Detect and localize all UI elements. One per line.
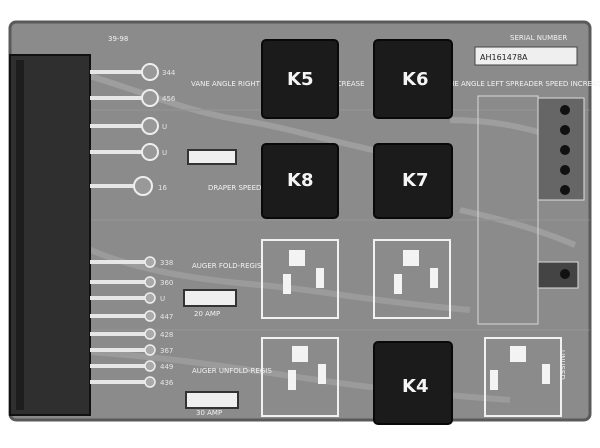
label-k1: AUGER FOLD-REGIS bbox=[192, 262, 262, 270]
relay-k7 bbox=[373, 143, 453, 219]
pin-344: 344 bbox=[162, 69, 176, 77]
serial-plate bbox=[474, 46, 578, 66]
relay-k4 bbox=[373, 341, 453, 425]
pin-456: 456 bbox=[162, 95, 176, 103]
small-relay-sockets bbox=[261, 239, 562, 417]
pin-338: 338 bbox=[160, 259, 173, 267]
pin-u1: U bbox=[162, 123, 167, 131]
label-k6: VANE ANGLE LEFT SPREADER SPEED INCREASE bbox=[440, 80, 600, 88]
component-columns bbox=[477, 95, 585, 325]
pin-428: 428 bbox=[160, 331, 173, 339]
pin-u2: U bbox=[162, 149, 167, 157]
big-relays: K5 K6 K8 K7 K4 bbox=[261, 39, 453, 425]
label-k8: DRAPER SPEED INCREASE bbox=[208, 184, 299, 192]
relay-k8 bbox=[261, 143, 339, 219]
pin-436: 436 bbox=[160, 379, 174, 387]
pin-449: 449 bbox=[160, 363, 173, 371]
relay-k6-label: K6 bbox=[402, 69, 428, 90]
pin-360: 360 bbox=[160, 279, 173, 287]
pin-labels: 344 456 U U 16 338 360 U 447 428 367 449… bbox=[158, 69, 176, 387]
connector-shadow bbox=[16, 60, 24, 410]
relay-k8-label: K8 bbox=[287, 170, 313, 191]
pin-367: 367 bbox=[160, 347, 173, 355]
pin-u3: U bbox=[160, 295, 165, 303]
pin-16: 16 bbox=[158, 184, 167, 192]
lower-connector-pins bbox=[90, 256, 156, 388]
relay-k7-label: K7 bbox=[402, 170, 428, 191]
fuse-f2 bbox=[187, 149, 237, 165]
serial-value: AH161478A bbox=[480, 53, 528, 62]
upper-connector-pins bbox=[90, 63, 159, 196]
serial-label: SERIAL NUMBER bbox=[510, 34, 567, 42]
label-k2: AUGER UNFOLD-REGIS bbox=[192, 367, 272, 375]
fuse-f3 bbox=[183, 289, 237, 307]
pin-447: 447 bbox=[160, 313, 173, 321]
board-code: 39-98 bbox=[108, 35, 128, 43]
label-f3: 20 AMP bbox=[194, 310, 220, 318]
fuse-f1 bbox=[185, 391, 239, 409]
relay-k4-label: K4 bbox=[402, 376, 428, 397]
relay-k6 bbox=[373, 39, 453, 119]
relay-k5 bbox=[261, 39, 339, 119]
relay-k5-label: K5 bbox=[287, 69, 313, 90]
label-f1: 30 AMP bbox=[196, 409, 222, 417]
